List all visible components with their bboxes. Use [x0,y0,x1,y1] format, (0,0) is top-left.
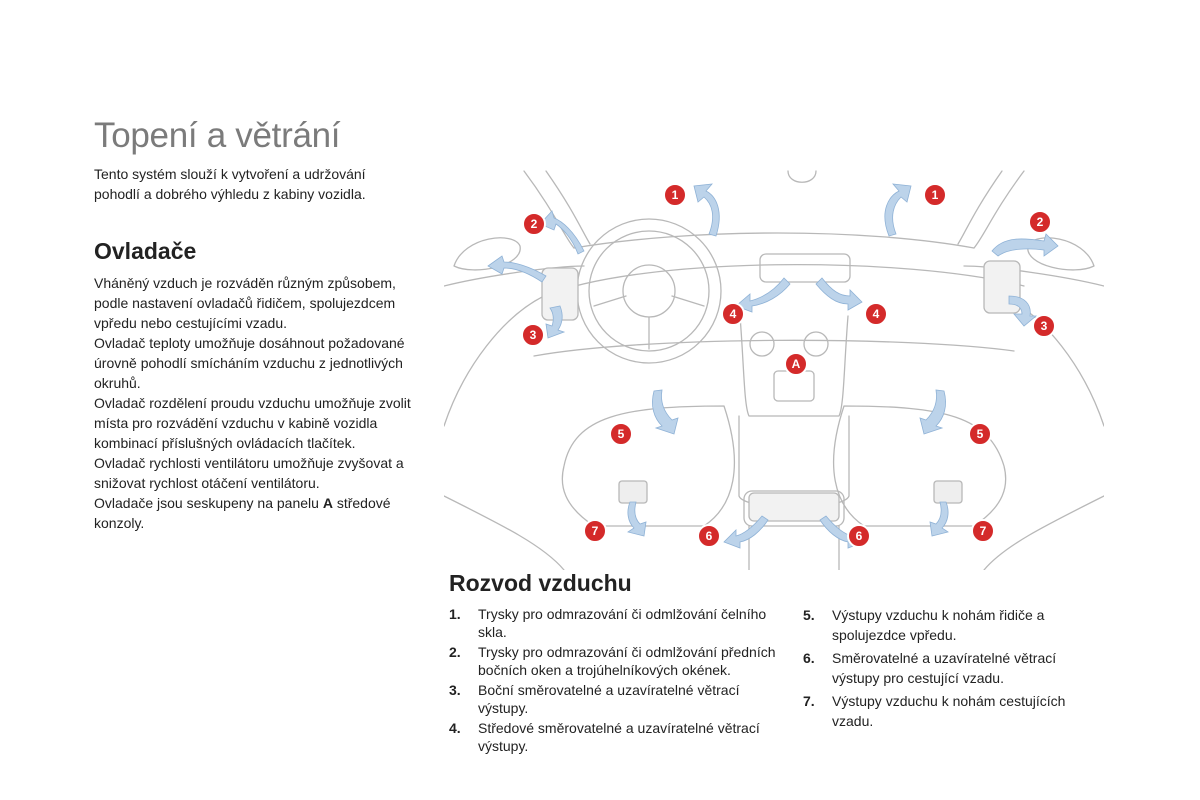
badge-6-right: 6 [847,524,871,548]
intro-text: Tento systém slouží k vytvoření a udržov… [94,166,366,202]
list-item: 1.Trysky pro odmrazování či odmlžování č… [449,606,767,640]
list-item: 4.Středové směrovatelné a uzavíratelné v… [449,720,760,754]
svg-text:1: 1 [672,188,679,202]
distribution-heading: Rozvod vzduchu [449,570,632,596]
arrow-side-window-right [991,233,1059,257]
arrow-rear-vent-left [723,515,769,549]
svg-text:5: 5 [618,427,625,441]
panel-a-label: A [322,495,333,511]
arrow-windshield-left [693,183,720,237]
svg-text:3: 3 [1041,319,1048,333]
svg-text:4: 4 [730,307,737,321]
list-item: 2.Trysky pro odmrazování či odmlžování p… [449,644,776,678]
badge-1-right: 1 [923,183,947,207]
svg-text:7: 7 [592,524,599,538]
arrow-foot-right [919,389,946,435]
cabin-ventilation-diagram: 1 1 2 2 3 3 4 4 A 5 5 6 6 7 7 [444,170,1104,570]
arrow-windshield-right [884,183,912,237]
controls-heading: Ovladače [94,238,197,264]
svg-text:2: 2 [1037,215,1044,229]
badge-1-left: 1 [663,183,687,207]
badge-7-left: 7 [583,519,607,543]
svg-text:5: 5 [977,427,984,441]
badge-3-right: 3 [1032,314,1056,338]
arrow-side-vent-left-down [545,305,566,339]
list-item: 5.Výstupy vzduchu k nohám řidiče a spolu… [803,607,1045,643]
badge-3-left: 3 [521,323,545,347]
list-item: 6.Směrovatelné a uzavíratelné větrací vý… [803,650,1057,686]
cabin-outline [444,170,1104,570]
list-item: 3.Boční směrovatelné a uzavíratelné větr… [449,682,740,716]
badge-2-left: 2 [522,212,546,236]
arrow-centre-vent-left [735,277,791,313]
svg-text:1: 1 [932,188,939,202]
arrow-side-window-left [539,210,585,255]
arrow-rear-foot-right [929,501,949,537]
controls-para-3: Ovladač rozdělení proudu vzduchu umožňuj… [94,395,411,451]
svg-text:6: 6 [706,529,713,543]
badge-2-right: 2 [1028,210,1052,234]
badge-7-right: 7 [971,519,995,543]
badge-5-right: 5 [968,422,992,446]
list-item: 7.Výstupy vzduchu k nohám cestujících vz… [803,693,1066,729]
arrow-centre-vent-right [815,277,863,311]
svg-text:A: A [792,357,801,371]
badge-a: A [784,352,808,376]
controls-text: Vháněný vzduch je rozváděn různým způsob… [94,273,424,533]
controls-para-4: Ovladač rychlosti ventilátoru umožňuje z… [94,455,404,491]
arrow-foot-left [652,389,679,435]
svg-text:2: 2 [531,217,538,231]
controls-para-1: Vháněný vzduch je rozváděn různým způsob… [94,275,396,331]
arrow-rear-foot-left [627,501,647,537]
svg-text:7: 7 [980,524,987,538]
airflow-arrows [487,183,1059,549]
badge-6-left: 6 [697,524,721,548]
badge-4-right: 4 [864,302,888,326]
controls-para-2: Ovladač teploty umožňuje dosáhnout požad… [94,335,405,391]
svg-text:3: 3 [530,328,537,342]
svg-text:4: 4 [873,307,880,321]
arrow-side-vent-right-down [1008,295,1038,327]
controls-para-5: Ovladače jsou seskupeny na panelu A stře… [94,495,391,531]
page-title: Topení a větrání [94,116,341,155]
svg-text:6: 6 [856,529,863,543]
distribution-list-left: 1.Trysky pro odmrazování či odmlžování č… [449,605,779,757]
arrow-side-vent-left [487,255,547,283]
badge-5-left: 5 [609,422,633,446]
diagram-badges: 1 1 2 2 3 3 4 4 A 5 5 6 6 7 7 [521,183,1056,548]
distribution-list-right: 5.Výstupy vzduchu k nohám řidiče a spolu… [803,605,1103,734]
badge-4-left: 4 [721,302,745,326]
